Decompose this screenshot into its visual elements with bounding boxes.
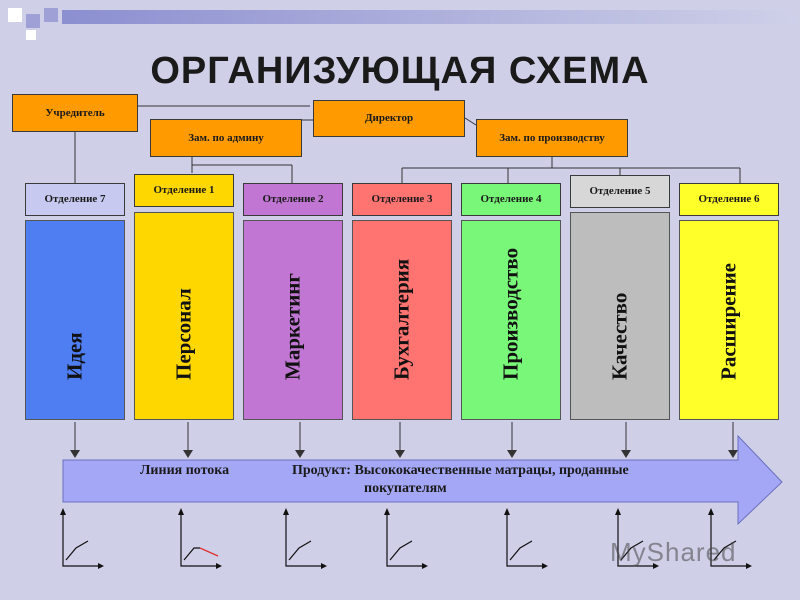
dept-label: Отделение 3 (371, 193, 433, 205)
dept-label: Отделение 5 (589, 185, 651, 197)
dept-header-4: Отделение 4 (461, 183, 561, 216)
dept-header-6: Отделение 6 (679, 183, 779, 216)
dept-column-personnel: Персонал (134, 212, 234, 420)
product-line-2: покупателям (364, 481, 447, 496)
dept-label: Отделение 1 (153, 184, 215, 196)
corner-decoration (0, 0, 800, 40)
flow-arrow (62, 434, 783, 526)
dept-header-5: Отделение 5 (570, 175, 670, 208)
product-line-1: Продукт: Высококачественные матрацы, про… (292, 463, 629, 478)
deputy-production-box: Зам. по производству (476, 119, 628, 157)
dept-column-production: Производство (461, 220, 561, 420)
dept-column-expansion: Расширение (679, 220, 779, 420)
watermark-logo: MyShared (610, 537, 737, 567)
column-label: Производство (498, 247, 523, 380)
flow-label: Линия потока (140, 463, 230, 478)
founder-label: Учредитель (45, 106, 105, 119)
founder-box: Учредитель (12, 94, 138, 132)
dept-header-7: Отделение 7 (25, 183, 125, 216)
dept-label: Отделение 2 (262, 193, 324, 205)
dept-label: Отделение 6 (698, 193, 760, 205)
dept-column-quality: Качество (570, 212, 670, 420)
column-label: Персонал (171, 288, 196, 380)
deputy-admin-label: Зам. по админу (188, 131, 264, 144)
column-label: Идея (62, 332, 87, 380)
dept-label: Отделение 7 (44, 193, 106, 205)
mini-charts (62, 512, 748, 567)
page-title: ОРГАНИЗУЮЩАЯ СХЕМА (150, 50, 650, 92)
dept-header-3: Отделение 3 (352, 183, 452, 216)
column-label: Маркетинг (280, 273, 305, 380)
dept-label: Отделение 4 (480, 193, 542, 205)
column-label: Расширение (716, 263, 741, 380)
dept-column-idea: Идея (25, 220, 125, 420)
dept-header-2: Отделение 2 (243, 183, 343, 216)
deputy-production-label: Зам. по производству (499, 131, 605, 144)
director-box: Директор (313, 100, 465, 137)
column-label: Бухгалтерия (389, 258, 414, 380)
dept-column-accounting: Бухгалтерия (352, 220, 452, 420)
column-label: Качество (607, 292, 632, 380)
deputy-admin-box: Зам. по админу (150, 119, 302, 157)
dept-header-1: Отделение 1 (134, 174, 234, 207)
dept-column-marketing: Маркетинг (243, 220, 343, 420)
director-label: Директор (364, 112, 414, 124)
